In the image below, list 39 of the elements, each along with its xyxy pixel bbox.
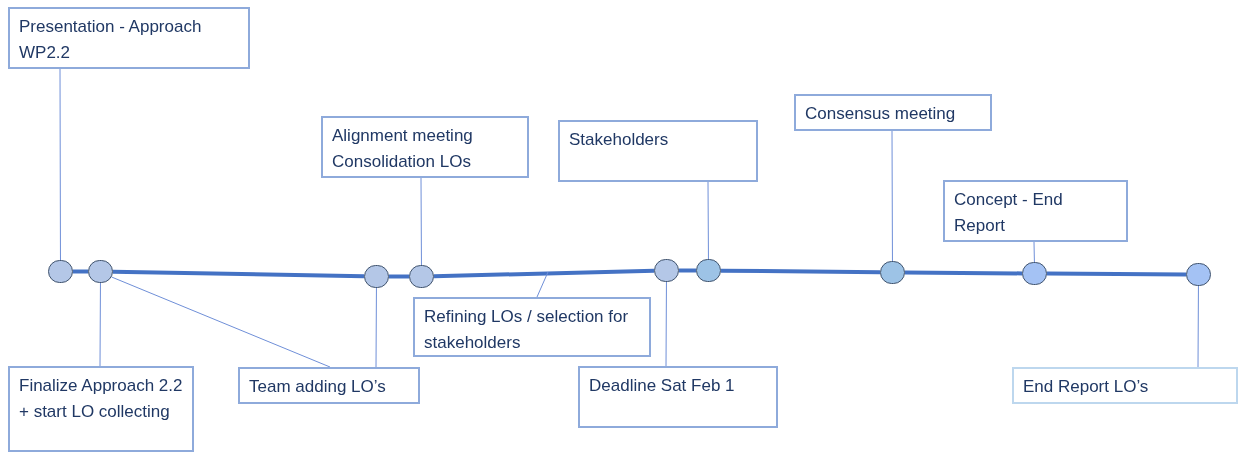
event-box (8, 366, 194, 452)
event-text: End Report LO’s (1023, 376, 1150, 398)
event-text: Alignment meeting Consolidation LOs (332, 125, 474, 173)
timeline-line (389, 274, 409, 279)
leader-line (1033, 241, 1035, 263)
timeline-line (905, 270, 1022, 276)
event-text: Finalize Approach 2.2 + start LO collecting (19, 375, 183, 423)
leader-line (111, 276, 331, 368)
event-text: Presentation - Approach WP2.2 (19, 16, 203, 64)
leader-line (536, 271, 549, 298)
event-text: Team adding LO’s (249, 376, 387, 398)
event-box (321, 116, 529, 178)
leader-line (707, 181, 709, 260)
event-text: Consensus meeting (805, 103, 957, 125)
event-box (8, 7, 250, 69)
timeline-line (73, 269, 88, 274)
event-box (1012, 367, 1238, 404)
timeline-line (679, 268, 696, 273)
leader-line (420, 177, 422, 266)
leader-line (1197, 285, 1199, 368)
timeline-line (112, 269, 365, 279)
leader-line (99, 282, 101, 367)
event-text: Concept - End Report (954, 189, 1064, 237)
event-box (943, 180, 1128, 242)
event-box (413, 297, 651, 357)
timeline-line (720, 268, 881, 275)
event-text: Stakeholders (569, 129, 670, 151)
leader-line (59, 68, 61, 261)
event-box (558, 120, 758, 182)
event-text: Refining LOs / selection for stakeholders (424, 306, 630, 354)
event-text: Deadline Sat Feb 1 (589, 375, 736, 397)
timeline-line (433, 268, 655, 279)
timeline-line (1047, 271, 1186, 277)
event-box (238, 367, 420, 404)
event-box (794, 94, 992, 131)
leader-line (891, 130, 893, 262)
event-box (578, 366, 778, 428)
leader-line (375, 287, 377, 368)
leader-line (665, 281, 667, 367)
